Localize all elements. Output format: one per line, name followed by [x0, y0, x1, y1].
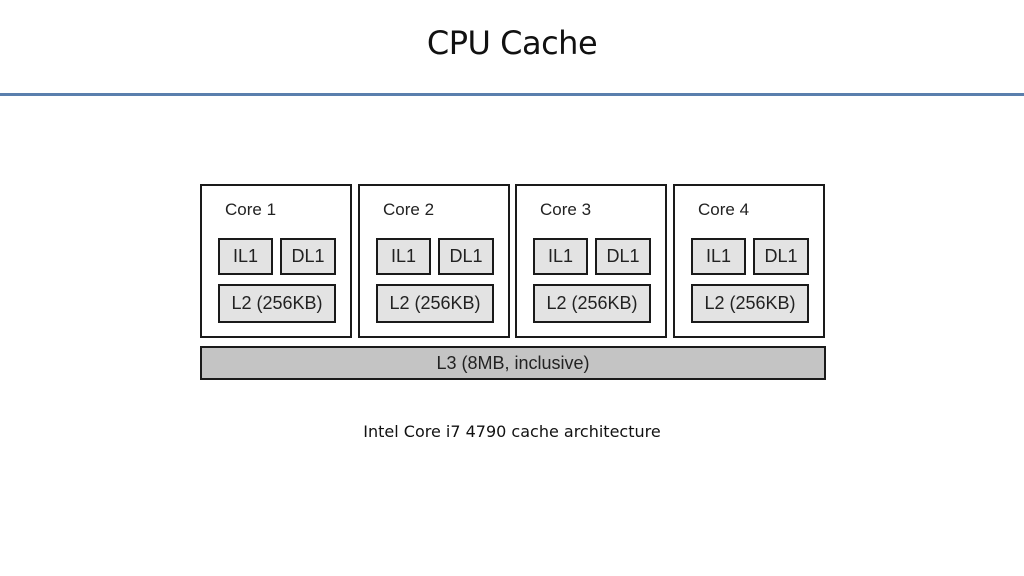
- l2-cache: L2 (256KB): [218, 284, 336, 323]
- core-box: Core 4 IL1 DL1 L2 (256KB): [673, 184, 825, 338]
- core-label: Core 2: [383, 200, 435, 219]
- il1-cache: IL1: [376, 238, 431, 275]
- il1-cache: IL1: [218, 238, 273, 275]
- core-box: Core 3 IL1 DL1 L2 (256KB): [515, 184, 667, 338]
- core-box: Core 1 IL1 DL1 L2 (256KB): [200, 184, 352, 338]
- dl1-cache: DL1: [280, 238, 336, 275]
- core-label: Core 1: [225, 200, 277, 219]
- title-divider: [0, 93, 1024, 96]
- dl1-cache: DL1: [595, 238, 651, 275]
- core-label: Core 3: [540, 200, 592, 219]
- figure-caption: Intel Core i7 4790 cache architecture: [363, 422, 661, 441]
- core-label: Core 4: [698, 200, 750, 219]
- il1-cache: IL1: [533, 238, 588, 275]
- il1-cache: IL1: [691, 238, 746, 275]
- core-box: Core 2 IL1 DL1 L2 (256KB): [358, 184, 510, 338]
- dl1-cache: DL1: [438, 238, 494, 275]
- l2-cache: L2 (256KB): [376, 284, 494, 323]
- slide-title: CPU Cache: [426, 24, 598, 62]
- l2-cache: L2 (256KB): [691, 284, 809, 323]
- l3-cache: L3 (8MB, inclusive): [200, 346, 826, 380]
- dl1-cache: DL1: [753, 238, 809, 275]
- l2-cache: L2 (256KB): [533, 284, 651, 323]
